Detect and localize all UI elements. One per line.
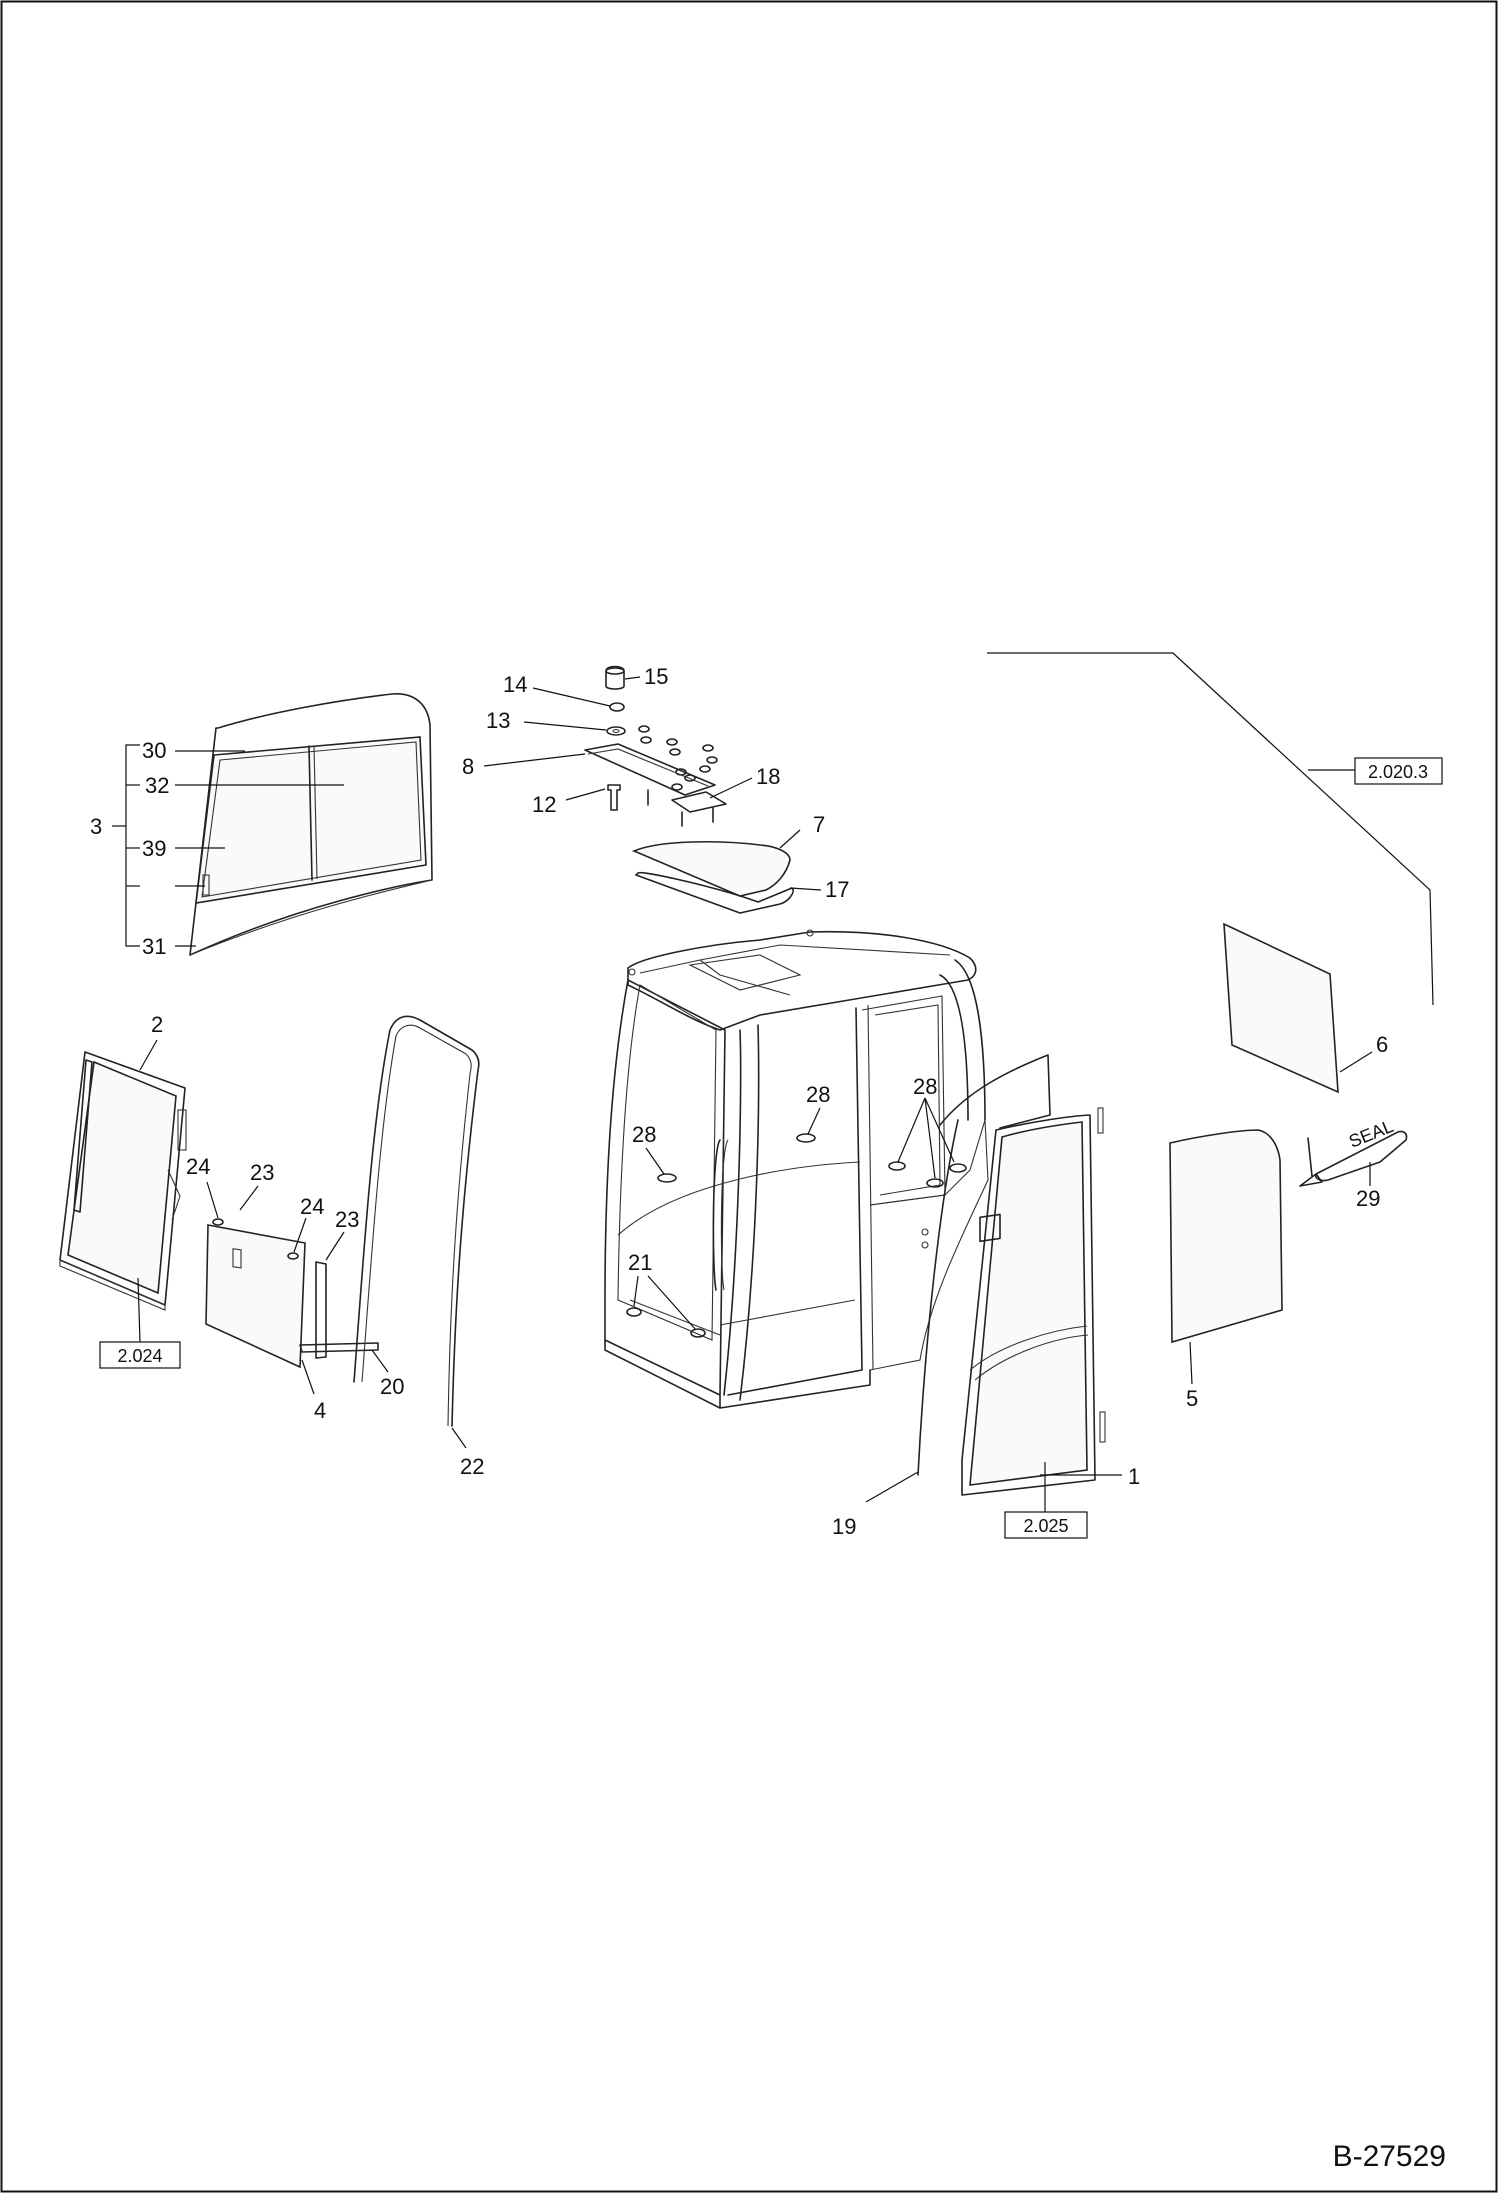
door-seal — [917, 1119, 959, 1476]
callout-7: 7 — [813, 812, 825, 837]
drawing-number: B-27529 — [1333, 2140, 1446, 2173]
roof-hatch-hardware — [584, 665, 727, 827]
rear-glass — [1169, 1129, 1283, 1344]
callout-32: 39 — [142, 836, 166, 861]
leader-lines — [112, 652, 1434, 1512]
ref-box-2-024[interactable]: 2.024 — [99, 1341, 181, 1369]
callout-22: 22 — [460, 1454, 484, 1479]
callout-30: 31 — [142, 934, 166, 959]
callout-13: 13 — [486, 708, 510, 733]
roof-glass-panel — [631, 840, 794, 914]
rear-window-seal — [353, 1015, 480, 1427]
callout-8: 8 — [462, 754, 474, 779]
callout-29: 30 — [142, 738, 166, 763]
callout-5: 5 — [1186, 1386, 1198, 1411]
cab-body — [604, 929, 989, 1409]
callout-18: 19 — [832, 1514, 856, 1539]
callout-19: 20 — [380, 1374, 404, 1399]
callout-21: 21 — [628, 1250, 652, 1275]
callout-28: 29 — [1356, 1186, 1380, 1211]
callout-24-center: 28 — [806, 1082, 830, 1107]
callout-24-left: 28 — [632, 1122, 656, 1147]
callout-17: 18 — [756, 764, 780, 789]
callout-15: 15 — [644, 664, 668, 689]
callout-24-right: 28 — [913, 1074, 937, 1099]
callout-14: 14 — [503, 672, 527, 697]
ref-box-2-025[interactable]: 2.025 — [1004, 1511, 1088, 1539]
callout-1: 1 — [1128, 1464, 1140, 1489]
ref-box-2-020-3[interactable]: 2.020.3 — [1354, 757, 1443, 785]
right-side-glass — [1223, 922, 1339, 1094]
callout-labels: 30 32 3 39 31 14 15 13 8 12 18 7 17 6 29… — [90, 664, 1388, 1539]
callout-31: 32 — [145, 773, 169, 798]
callout-23-right: 24 — [300, 1194, 324, 1219]
front-windshield-assembly — [189, 693, 433, 956]
svg-text:2.025: 2.025 — [1023, 1516, 1068, 1536]
callout-12: 12 — [532, 792, 556, 817]
svg-text:2.020.3: 2.020.3 — [1368, 762, 1428, 782]
callout-6: 6 — [1376, 1032, 1388, 1057]
callout-20-left: 23 — [250, 1160, 274, 1185]
svg-text:2.024: 2.024 — [117, 1346, 162, 1366]
left-side-window — [59, 1051, 187, 1311]
callout-4: 4 — [314, 1398, 326, 1423]
callout-20-right: 23 — [335, 1207, 359, 1232]
callout-16: 17 — [825, 877, 849, 902]
callout-23-left: 24 — [186, 1154, 210, 1179]
callout-2: 2 — [151, 1012, 163, 1037]
cab-door — [939, 1054, 1106, 1496]
callout-3: 3 — [90, 814, 102, 839]
seal-tube: SEAL — [1299, 1116, 1408, 1187]
sliding-glass — [205, 1218, 379, 1369]
